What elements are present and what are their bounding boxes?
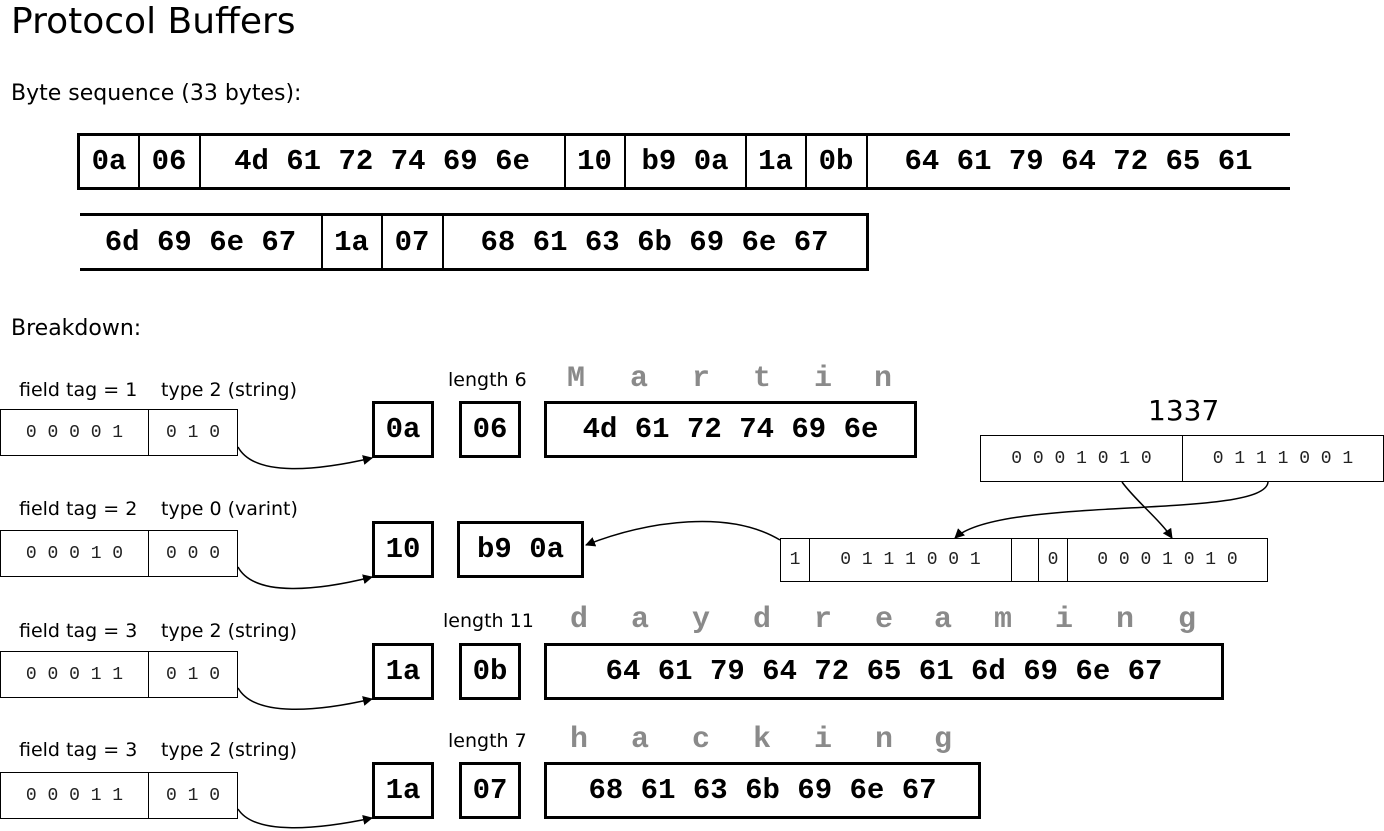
field-tag-label: field tag = 1 (19, 379, 138, 401)
seq-byte-length-4: 07 (382, 213, 444, 271)
char-label: a (630, 362, 649, 396)
field-type-label: type 2 (string) (161, 379, 297, 401)
length-label: length 11 (443, 610, 534, 632)
length-byte: 06 (459, 401, 521, 458)
char-label: n (874, 362, 893, 396)
page-title: Protocol Buffers (11, 1, 296, 42)
seq-byte-length-3: 0b (806, 133, 868, 190)
value-bytes: 4d 61 72 74 69 6e (544, 401, 917, 458)
arrow-key-1 (237, 446, 373, 470)
type-bits: 0 1 0 (148, 772, 238, 819)
char-label: g (1178, 603, 1197, 637)
char-label: m (994, 603, 1013, 637)
seq-bytes-hacking: 68 61 63 6b 69 6e 67 (443, 213, 869, 271)
char-label: a (631, 603, 650, 637)
seq-byte-key-2: 10 (565, 133, 626, 190)
char-label: n (1116, 603, 1135, 637)
char-label: g (934, 723, 953, 757)
field-type-label: type 2 (string) (161, 620, 297, 642)
seq-bytes-martin: 4d 61 72 74 69 6e (200, 133, 566, 190)
arrow-key-4 (237, 808, 373, 829)
seq-bytes-daydreaming-part2: 6d 69 6e 67 (80, 213, 323, 271)
char-label: h (570, 723, 589, 757)
length-label: length 7 (448, 730, 527, 752)
type-bits: 0 1 0 (148, 409, 238, 456)
char-label: e (875, 603, 894, 637)
arrow-key-2 (237, 566, 373, 590)
binary-low-bits: 0 1 1 1 0 0 1 (1182, 435, 1384, 482)
length-label: length 6 (448, 369, 527, 391)
char-label: a (631, 723, 650, 757)
arrow-varint-result (585, 520, 781, 547)
field-tag-label: field tag = 2 (19, 498, 138, 520)
varint-number: 1337 (1148, 394, 1220, 427)
value-bytes: 68 61 63 6b 69 6e 67 (544, 762, 981, 819)
type-bits: 0 0 0 (148, 530, 238, 577)
seq-bytes-varint: b9 0a (625, 133, 747, 190)
char-label: d (570, 603, 589, 637)
seq-byte-key-4: 1a (322, 213, 383, 271)
char-label: t (753, 362, 772, 396)
char-label: i (1055, 603, 1074, 637)
field-type-label: type 0 (varint) (161, 498, 298, 520)
char-label: n (875, 723, 894, 757)
length-byte: 0b (459, 643, 521, 700)
length-byte: 07 (459, 762, 521, 819)
value-bytes: 64 61 79 64 72 65 61 6d 69 6e 67 (544, 643, 1224, 700)
key-byte: 10 (372, 521, 434, 578)
char-label: r (692, 362, 711, 396)
varint-bytes: b9 0a (457, 521, 584, 578)
byte-sequence-label: Byte sequence (33 bytes): (11, 81, 302, 106)
char-label: M (567, 362, 586, 396)
binary-high-bits: 0 0 0 1 0 1 0 (980, 435, 1183, 482)
type-bits: 0 1 0 (148, 651, 238, 698)
char-label: i (814, 723, 833, 757)
seq-byte-length-1: 06 (139, 133, 201, 190)
seq-bytes-daydreaming-part1: 64 61 79 64 72 65 61 (867, 133, 1290, 190)
char-label: i (814, 362, 833, 396)
key-byte: 1a (372, 643, 434, 700)
arrow-key-3 (237, 687, 373, 711)
char-label: k (753, 723, 772, 757)
field-tag-label: field tag = 3 (19, 620, 138, 642)
key-byte: 0a (372, 401, 434, 458)
arrow-high-to-byte2 (1121, 481, 1173, 539)
key-byte: 1a (372, 762, 434, 819)
breakdown-label: Breakdown: (11, 316, 142, 341)
char-label: y (692, 603, 711, 637)
varint-byte-1-bits: 0 1 1 1 0 0 1 (809, 538, 1012, 582)
seq-byte-key-1: 0a (77, 133, 140, 190)
field-tag-label: field tag = 3 (19, 739, 138, 761)
seq-byte-key-3: 1a (746, 133, 807, 190)
field-type-label: type 2 (string) (161, 739, 297, 761)
char-label: c (692, 723, 711, 757)
arrow-low-to-byte1 (954, 481, 1269, 539)
char-label: a (934, 603, 953, 637)
char-label: d (753, 603, 772, 637)
char-label: r (814, 603, 833, 637)
